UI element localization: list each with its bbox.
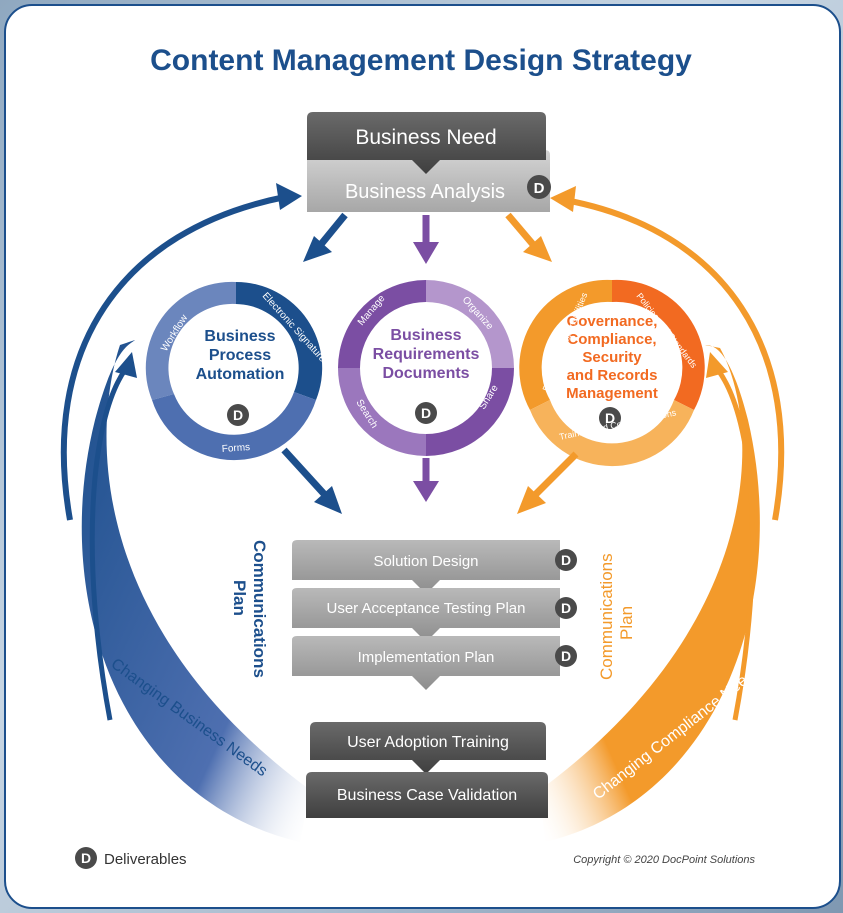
business-analysis-label: Business Analysis: [345, 181, 505, 203]
legend-badge: [75, 847, 97, 869]
governance-title-line4: and Records: [567, 367, 658, 384]
communications-plan-left: Communications Plan: [230, 540, 269, 678]
communications-plan-right: Communications Plan: [597, 553, 636, 680]
orange-loop-arrowhead: [550, 186, 576, 212]
automation-segment-workflow: [145, 281, 236, 400]
automation-segment-forms: [152, 392, 316, 461]
arrow-to-governance: [505, 212, 539, 251]
plan-badge-2-label: D: [561, 600, 571, 616]
governance-title-line5: Management: [566, 385, 658, 402]
automation-title-line1: Business: [204, 328, 275, 345]
automation-title-line3: Automation: [196, 366, 285, 383]
step-label-business-case: Business Case Validation: [337, 787, 517, 804]
plans-stack: Solution Design User Acceptance Testing …: [292, 540, 577, 690]
requirements-title-line2: Requirements: [373, 346, 480, 363]
governance-title-line3: Security: [582, 349, 642, 366]
business-need-box: [307, 112, 546, 174]
step-label-user-adoption: User Adoption Training: [347, 734, 509, 751]
requirements-circle: Business Requirements Documents D Manage…: [338, 280, 514, 456]
governance-down-arrowhead: [517, 486, 546, 514]
communications-left-line2: Plan: [230, 580, 249, 616]
requirements-segment-search: [338, 368, 426, 456]
step-box-business-case: [306, 772, 548, 818]
legend-label: Deliverables: [104, 851, 187, 868]
automation-circle: Business Process Automation D Workflow E…: [145, 281, 331, 461]
business-need-label: Business Need: [355, 126, 496, 149]
blue-inner-arrowhead: [115, 352, 137, 378]
blue-loop-arrowhead: [276, 183, 302, 210]
automation-deliverable-badge-label: D: [233, 407, 243, 423]
requirements-title-line3: Documents: [382, 365, 469, 382]
copyright: Copyright © 2020 DocPoint Solutions: [573, 854, 755, 866]
arrow-to-requirements-head: [413, 242, 439, 264]
requirements-segment-organize: [426, 280, 514, 368]
deliverable-badge-top: [527, 175, 551, 199]
step-box-user-adoption: [310, 722, 546, 774]
business-analysis-box: [307, 150, 550, 212]
top-box: Business Need Business Analysis D: [307, 112, 551, 212]
orange-loop-arrow: [564, 197, 785, 521]
blue-inner-arrow: [89, 368, 128, 721]
governance-down-arrow: [531, 451, 579, 499]
plan-badge-1-label: D: [561, 552, 571, 568]
governance-segment-roles: [519, 279, 612, 410]
final-steps: User Adoption Training Business Case Val…: [306, 722, 548, 818]
orange-inner-arrow: [715, 368, 756, 721]
plan-box-implementation: [292, 636, 560, 690]
automation-title-line2: Process: [209, 347, 271, 364]
blue-loop-arrow: [60, 194, 286, 521]
plan-badge-1: [555, 549, 577, 571]
arrow-to-automation-head: [303, 236, 332, 262]
changing-compliance-needs-curve: [540, 345, 760, 842]
plan-badge-3: [555, 645, 577, 667]
requirements-deliverable-badge: [415, 402, 437, 424]
automation-down-arrow: [281, 447, 328, 498]
plan-badge-2: [555, 597, 577, 619]
plan-box-uat: [292, 588, 560, 642]
requirements-deliverable-badge-label: D: [421, 405, 431, 421]
governance-deliverable-badge-label: D: [605, 410, 615, 426]
plan-label-solution-design: Solution Design: [373, 553, 478, 570]
automation-segment-signatures: [236, 281, 323, 400]
requirements-title-line1: Business: [390, 327, 461, 344]
changing-business-needs-curve: [81, 340, 310, 842]
plan-box-solution-design: [292, 540, 560, 594]
orange-inner-arrowhead: [706, 352, 728, 378]
legend-badge-label: D: [81, 850, 91, 866]
automation-down-arrowhead: [314, 486, 342, 514]
plan-label-uat: User Acceptance Testing Plan: [326, 600, 525, 617]
requirements-segment-manage: [338, 280, 426, 368]
plan-label-implementation: Implementation Plan: [358, 649, 495, 666]
automation-deliverable-badge: [227, 404, 249, 426]
automation-segment-forms-label: Forms: [221, 442, 250, 455]
requirements-segment-share: [426, 368, 514, 456]
diagram-title: Content Management Design Strategy: [150, 44, 692, 77]
governance-segment-policies: [612, 279, 705, 410]
communications-right-line1: Communications: [597, 553, 616, 680]
arrow-to-governance-head: [523, 236, 552, 262]
plan-badge-3-label: D: [561, 648, 571, 664]
communications-left-line1: Communications: [250, 540, 269, 678]
governance-deliverable-badge: [599, 407, 621, 429]
deliverable-badge-top-label: D: [534, 180, 545, 197]
governance-title-line1: Governance,: [567, 313, 658, 330]
communications-right-line2: Plan: [617, 606, 636, 640]
governance-title-line2: Compliance,: [567, 331, 656, 348]
governance-segment-training: [530, 400, 694, 467]
arrow-to-automation: [315, 212, 348, 251]
governance-circle: Governance, Compliance, Security and Rec…: [519, 279, 705, 467]
requirements-down-arrowhead: [413, 481, 439, 502]
